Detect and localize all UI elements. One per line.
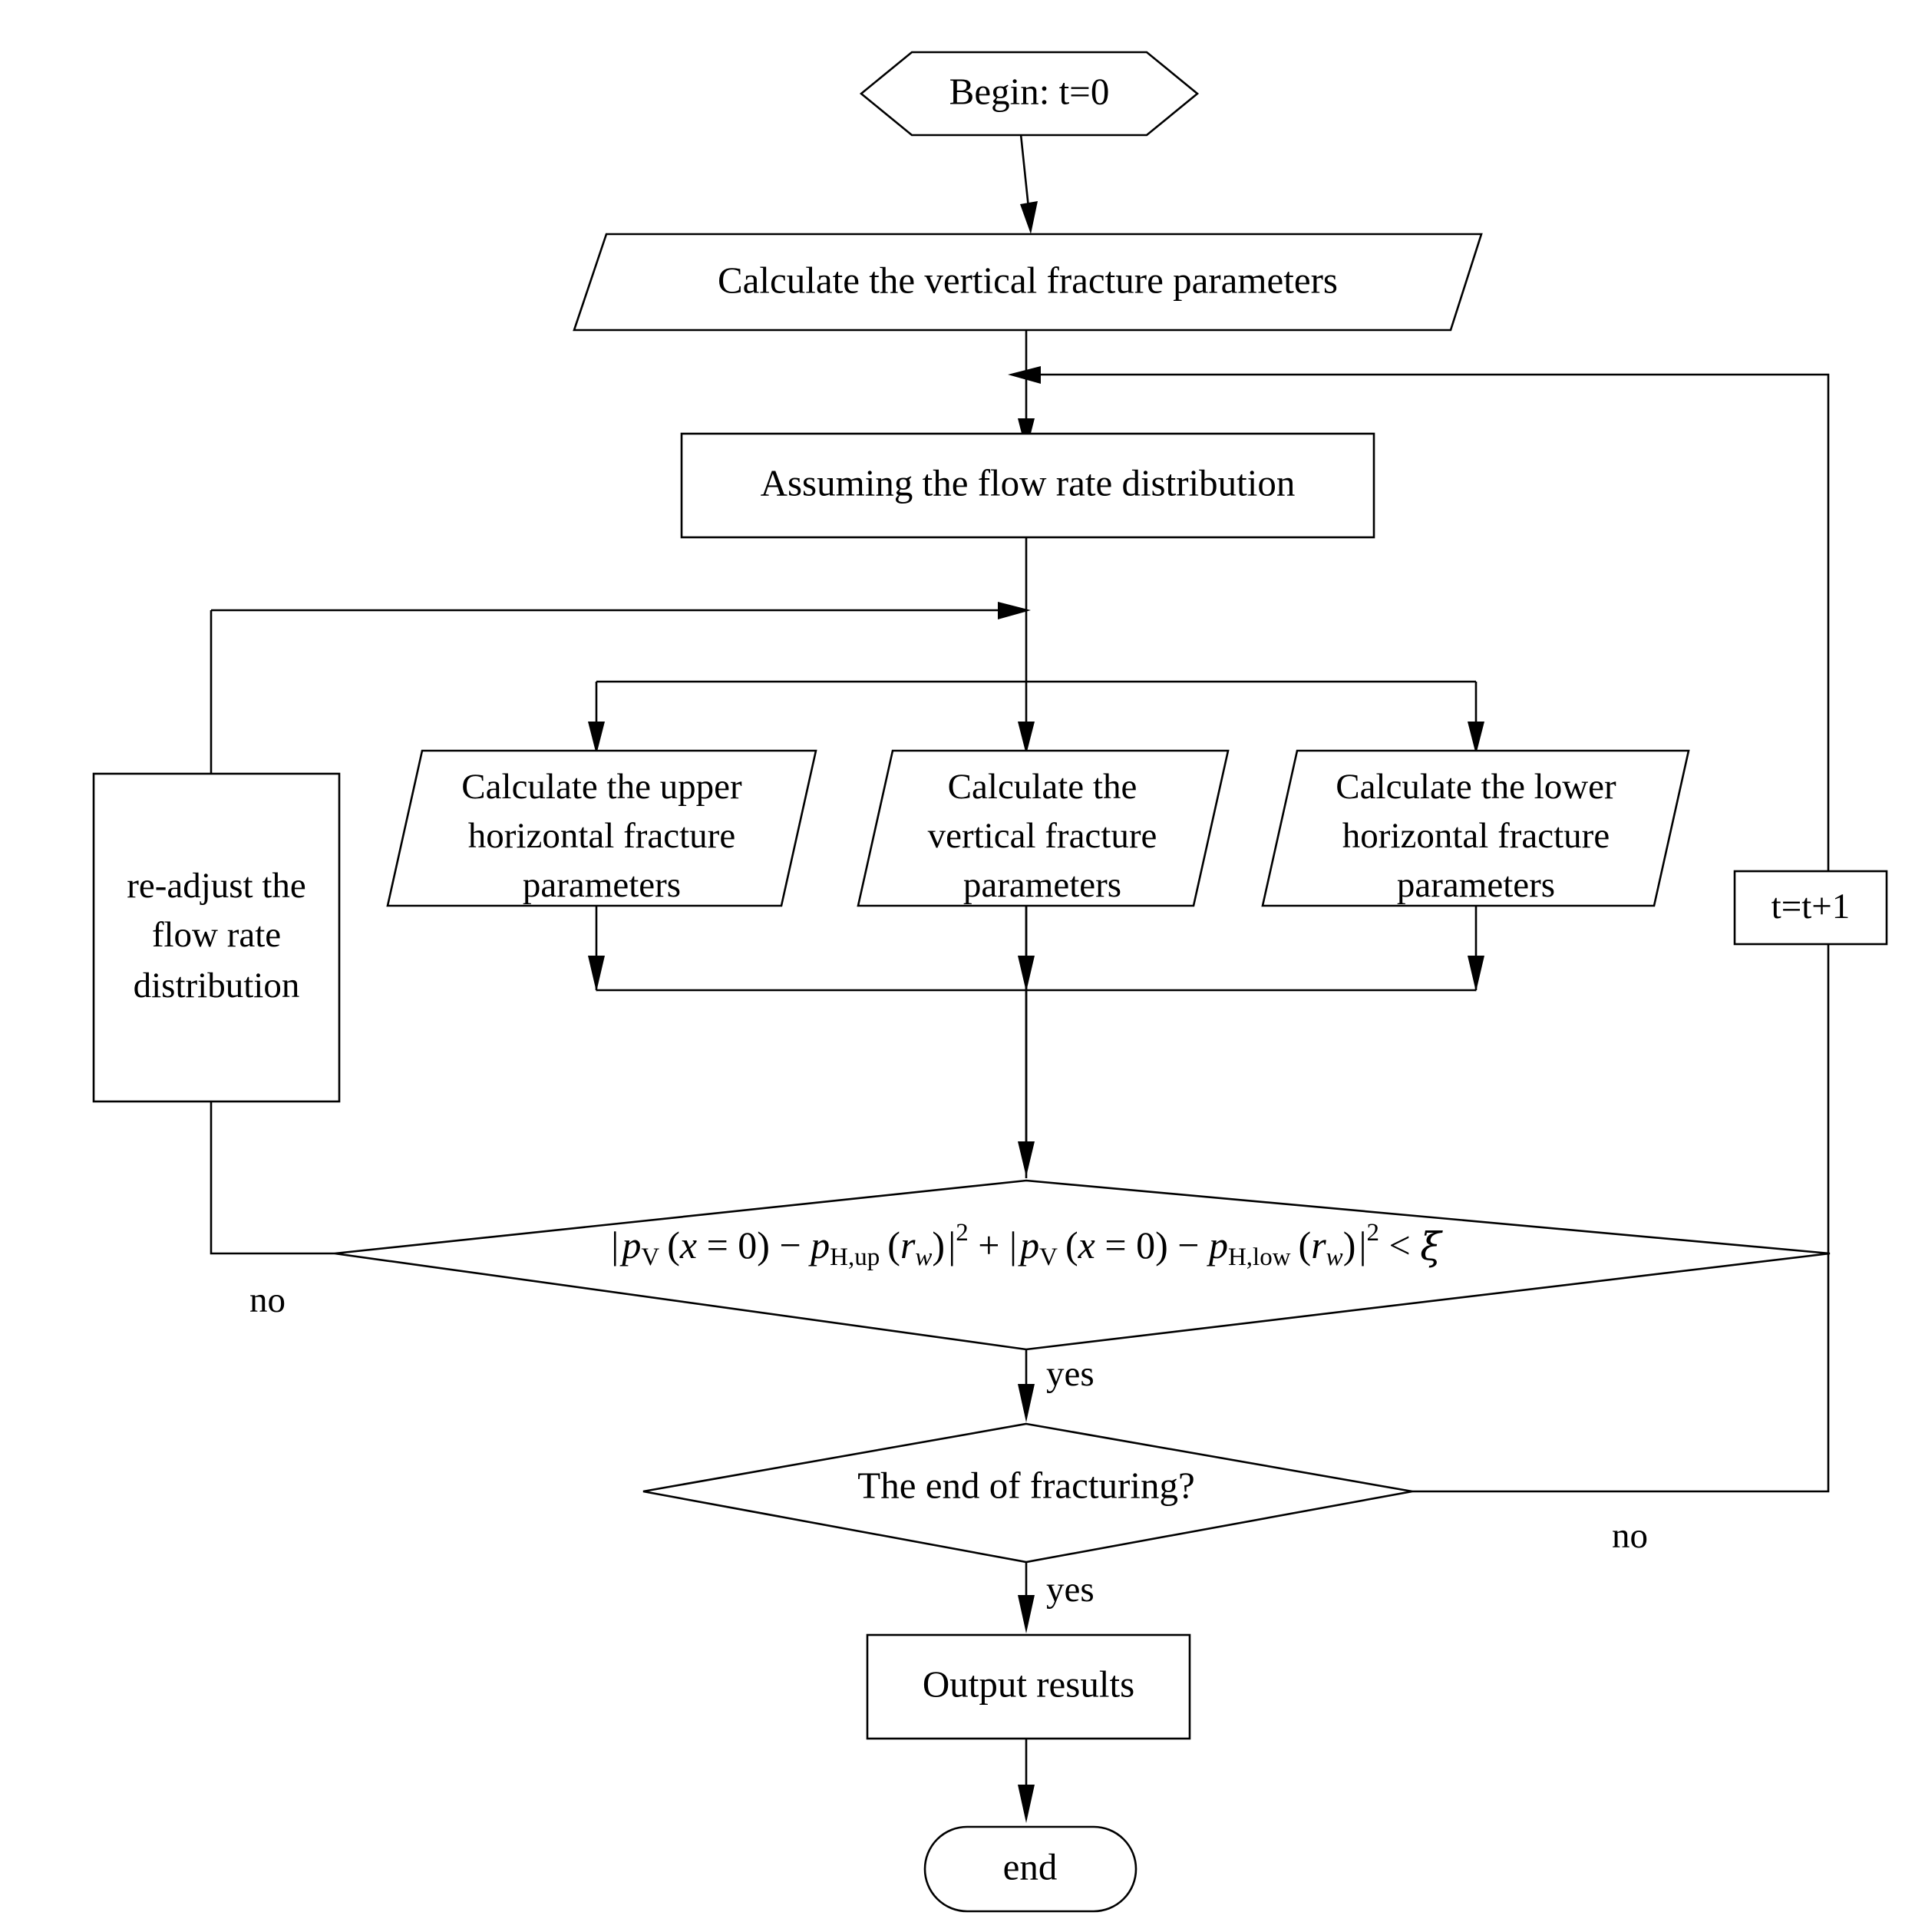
node-t-increment[interactable]: t=t+1 — [1733, 870, 1888, 946]
node-calc-vertical-top[interactable]: Calculate the vertical fracture paramete… — [573, 233, 1483, 332]
node-calc-vertical-top-label: Calculate the vertical fracture paramete… — [718, 259, 1338, 301]
node-readjust-line1: re-adjust the — [127, 866, 306, 906]
edge-begin-to-calc-vertical — [1019, 134, 1038, 234]
edge-fracturing-yes — [1018, 1562, 1035, 1633]
node-t-increment-label: t=t+1 — [1771, 887, 1851, 926]
node-calc-upper-line2: horizontal fracture — [468, 816, 735, 856]
node-calc-vertical-mid-line3: parameters — [963, 865, 1121, 905]
node-calc-upper-line3: parameters — [523, 865, 681, 905]
edge-convergence-yes — [1018, 1343, 1035, 1422]
node-end-of-fracturing-label: The end of fracturing? — [857, 1464, 1194, 1506]
node-calc-lower[interactable]: Calculate the lower horizontal fracture … — [1261, 749, 1690, 907]
edge-label-fracturing-no: no — [1612, 1516, 1648, 1556]
node-convergence-formula: | pV (x = 0) − pH,up (rw) |2 + | pV (x =… — [611, 1219, 1443, 1271]
node-end-of-fracturing[interactable]: The end of fracturing? — [642, 1422, 1413, 1564]
node-readjust-line2: flow rate — [152, 915, 281, 955]
node-begin[interactable]: Begin: t=0 — [859, 51, 1200, 137]
edge-output-to-end — [1018, 1739, 1035, 1823]
node-calc-vertical-mid-line2: vertical fracture — [928, 816, 1157, 856]
node-output-results-label: Output results — [923, 1663, 1134, 1705]
node-begin-label: Begin: t=0 — [949, 70, 1110, 112]
edge-merge-bar — [588, 906, 1484, 992]
edge-split-bar — [588, 680, 1484, 755]
node-output-results[interactable]: Output results — [866, 1633, 1191, 1740]
node-end[interactable]: end — [923, 1825, 1138, 1913]
node-calc-upper-line1: Calculate the upper — [461, 767, 742, 807]
node-calc-lower-line3: parameters — [1397, 865, 1555, 905]
edge-convergence-no — [210, 610, 335, 1255]
node-calc-vertical-mid-line1: Calculate the — [948, 767, 1138, 807]
edge-label-convergence-yes: yes — [1046, 1354, 1095, 1394]
node-convergence-check[interactable]: | pV (x = 0) − pH,up (rw) |2 + | pV (x =… — [334, 1179, 1831, 1351]
edge-label-fracturing-yes: yes — [1046, 1570, 1095, 1610]
node-assume-flow[interactable]: Assuming the flow rate distribution — [680, 432, 1375, 539]
node-calc-vertical-mid[interactable]: Calculate the vertical fracture paramete… — [857, 749, 1230, 907]
node-calc-upper[interactable]: Calculate the upper horizontal fracture … — [386, 749, 817, 907]
edge-merge-to-convergence — [1018, 990, 1035, 1177]
node-calc-lower-line2: horizontal fracture — [1342, 816, 1610, 856]
node-calc-lower-line1: Calculate the lower — [1336, 767, 1616, 807]
node-end-label: end — [1003, 1845, 1058, 1887]
node-assume-flow-label: Assuming the flow rate distribution — [761, 461, 1296, 504]
edge-readjust-to-main — [211, 602, 1031, 619]
edge-label-convergence-no: no — [249, 1280, 286, 1320]
node-readjust-line3: distribution — [134, 966, 300, 1006]
node-readjust-flow[interactable]: re-adjust the flow rate distribution — [92, 772, 341, 1103]
